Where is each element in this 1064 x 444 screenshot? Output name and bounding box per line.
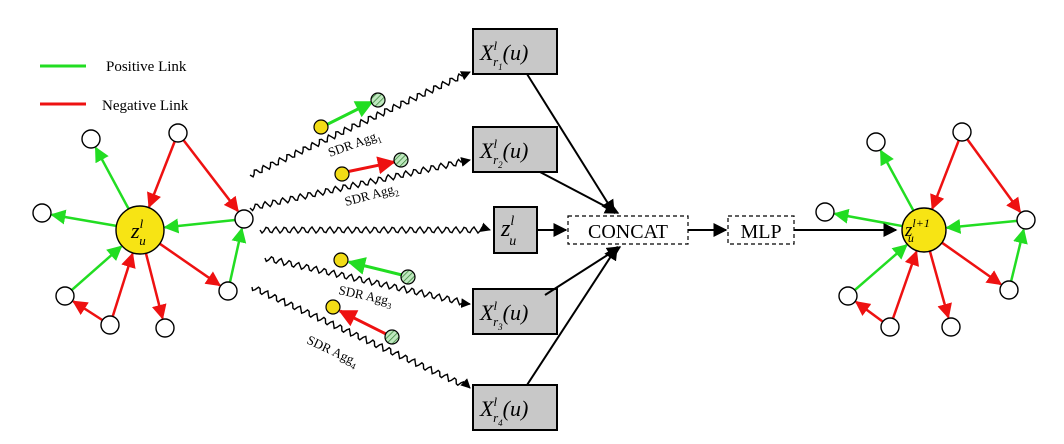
wave-to-self (259, 222, 491, 235)
sdr-agg-2: SDR Agg2 (334, 152, 409, 209)
edge-center-to-bottom2 (928, 250, 952, 319)
neighbor-node-bot1 (880, 317, 900, 337)
neighbor-node-botL (838, 286, 858, 306)
neighbor-node-right (1016, 210, 1036, 230)
neighbor-node-botR (218, 281, 238, 301)
arrow-r3-to-concat (544, 246, 622, 296)
edge-right-to-center (163, 218, 236, 234)
flow-arrows (526, 73, 898, 386)
edge-bottom-right-to-right (1009, 228, 1028, 282)
legend: Positive Link Negative Link (40, 59, 189, 114)
edge-top-right-to-right (182, 139, 239, 213)
edge-top-right-to-right (966, 138, 1022, 214)
neighbor-node-farL (815, 202, 835, 222)
neighbor-node-topR (952, 122, 972, 142)
neighbor-node-topR (168, 123, 188, 143)
agg1-target-node (313, 119, 329, 135)
left-neighborhood-graph (32, 123, 254, 338)
neighbor-node-topL (866, 132, 886, 152)
neighbor-node-right (234, 209, 254, 229)
mlp-label: MLP (740, 221, 781, 243)
neighbor-node-botL (55, 286, 75, 306)
edge-bottom1-to-center (111, 252, 136, 317)
agg2-negative-edge (345, 156, 396, 175)
neighbor-node-bot1 (100, 315, 120, 335)
agg3-label: SDR Agg3 (337, 282, 395, 311)
agg3-target-node (333, 252, 349, 268)
arrow-r1-to-concat (526, 73, 615, 215)
right-neighborhood-graph (815, 122, 1036, 337)
edge-center-to-top-left (879, 149, 915, 212)
edge-right-to-center (945, 218, 1018, 234)
neighbor-node-farL (32, 203, 52, 223)
agg4-negative-edge (338, 309, 387, 336)
neighbor-node-topL (81, 129, 101, 149)
center-node-right (901, 207, 947, 253)
agg3-hatched-node (400, 269, 416, 285)
wave-to-r2 (249, 157, 471, 212)
sdr-agg-1: SDR Agg1 (313, 92, 386, 163)
legend-negative-label: Negative Link (102, 98, 189, 114)
neighbor-node-bot2 (941, 317, 961, 337)
wave-to-r4 (251, 286, 471, 389)
neighbor-node-bot2 (155, 318, 175, 338)
agg2-hatched-node (393, 152, 409, 168)
agg1-positive-edge (323, 100, 374, 128)
edge-center-to-far-left (50, 209, 117, 228)
edge-bottom1-to-bottom-left (854, 300, 884, 323)
agg2-target-node (334, 166, 350, 182)
edge-center-to-top-left (94, 146, 130, 210)
concat-label: CONCAT (588, 221, 668, 243)
agg1-label: SDR Agg1 (326, 127, 384, 163)
edge-center-to-far-left (833, 208, 903, 228)
wave-to-r1 (249, 71, 471, 178)
edge-center-to-bottom-right (941, 241, 1003, 286)
edge-bottom1-to-bottom-left (72, 300, 104, 322)
agg4-label: SDR Agg4 (303, 332, 361, 372)
mlp-box: MLP (727, 215, 795, 245)
arrow-r4-to-concat (526, 245, 618, 386)
edge-top-right-to-center (930, 139, 960, 210)
agg4-target-node (325, 299, 341, 315)
neighbor-node-botR (999, 280, 1019, 300)
edge-bottom-left-to-center (853, 244, 908, 292)
edge-bottom1-to-center (891, 250, 920, 319)
message-paths (249, 71, 491, 389)
edge-bottom-left-to-center (70, 245, 123, 291)
edge-center-to-bottom2 (144, 252, 167, 320)
center-node-left (115, 205, 165, 255)
legend-positive-label: Positive Link (106, 59, 187, 75)
agg3-positive-edge (347, 257, 403, 277)
wave-to-r3 (264, 255, 471, 309)
agg4-hatched-node (384, 329, 400, 345)
edge-bottom-right-to-right (228, 227, 247, 283)
edge-center-to-bottom-right (159, 242, 222, 287)
svg-text:zlu: zlu (500, 214, 516, 249)
arrow-r2-to-concat (539, 171, 620, 214)
edge-top-right-to-center (147, 140, 176, 209)
concat-box: CONCAT (567, 215, 689, 245)
agg1-hatched-node (370, 92, 386, 108)
